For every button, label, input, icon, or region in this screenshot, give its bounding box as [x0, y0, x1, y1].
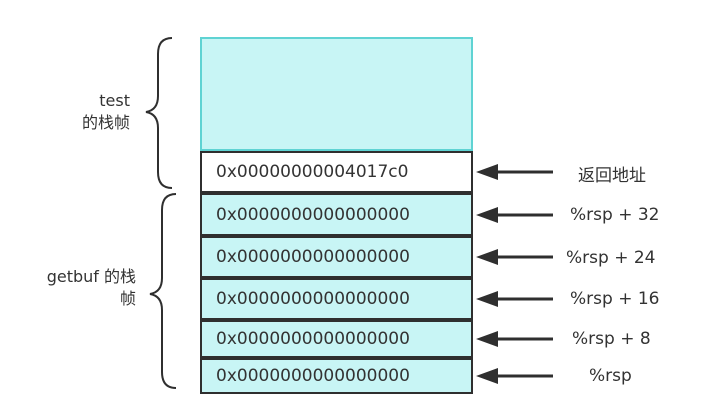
stack-cell-rsp-8: 0x0000000000000000: [200, 320, 473, 358]
test-frame-brace: [145, 37, 173, 189]
test-frame-label: test 的栈帧: [82, 90, 130, 134]
getbuf-frame-brace: [149, 193, 177, 389]
stack-cell-text: 0x0000000000000000: [216, 366, 410, 386]
stack-cell-rsp-16: 0x0000000000000000: [200, 278, 473, 320]
test-frame-label-line-1: test: [99, 91, 130, 110]
stack-cell-rsp-24: 0x0000000000000000: [200, 236, 473, 278]
stack-cell-text: 0x0000000000000000: [216, 289, 410, 309]
arrow-rsp: [476, 368, 553, 384]
stack-cell-text: 0x0000000000000000: [216, 204, 410, 225]
test-frame-label-line-2: 的栈帧: [81, 113, 130, 132]
stack-cell-text: 0x00000000004017c0: [216, 162, 409, 182]
arrow-rsp-16: [476, 291, 553, 307]
pointer-label-rsp-16: %rsp + 16: [570, 289, 660, 309]
pointer-label-rsp-32: %rsp + 32: [570, 205, 660, 225]
stack-cell-return-address: 0x00000000004017c0: [200, 151, 473, 193]
getbuf-frame-label-line-1: getbuf 的栈: [46, 267, 136, 286]
pointer-label-rsp-8: %rsp + 8: [572, 329, 651, 349]
arrow-rsp-8: [476, 331, 553, 347]
stack-cell-rsp: 0x0000000000000000: [200, 358, 473, 394]
getbuf-frame-label-line-2: 帧: [119, 289, 136, 308]
pointer-label-rsp: %rsp: [589, 366, 632, 386]
stack-cell-text: 0x0000000000000000: [216, 247, 410, 267]
stack-cell-rsp-32: 0x0000000000000000: [200, 193, 473, 236]
pointer-label-rsp-24: %rsp + 24: [566, 248, 656, 268]
getbuf-frame-label: getbuf 的栈 帧: [47, 266, 136, 310]
test-frame-area: [200, 37, 473, 151]
pointer-label-return-address: 返回地址: [578, 166, 646, 186]
arrow-rsp-24: [476, 249, 553, 265]
arrow-rsp-32: [476, 207, 553, 223]
arrow-return-address: [476, 164, 553, 180]
stack-cell-text: 0x0000000000000000: [216, 329, 410, 349]
